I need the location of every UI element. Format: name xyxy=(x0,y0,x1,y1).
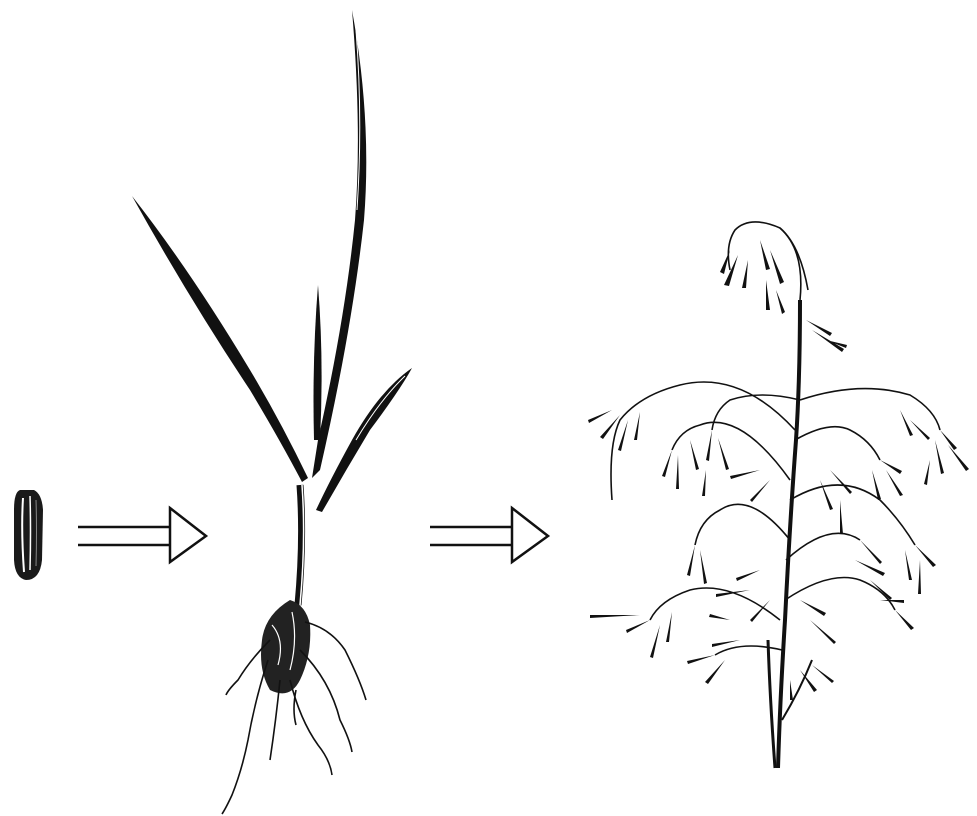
seedling-icon xyxy=(132,10,412,814)
arrow-seedling-to-mature-plant xyxy=(430,508,548,562)
mature-grass-plant-icon xyxy=(588,222,969,768)
arrow-seed-to-seedling xyxy=(78,508,206,562)
seed-icon xyxy=(14,490,43,580)
